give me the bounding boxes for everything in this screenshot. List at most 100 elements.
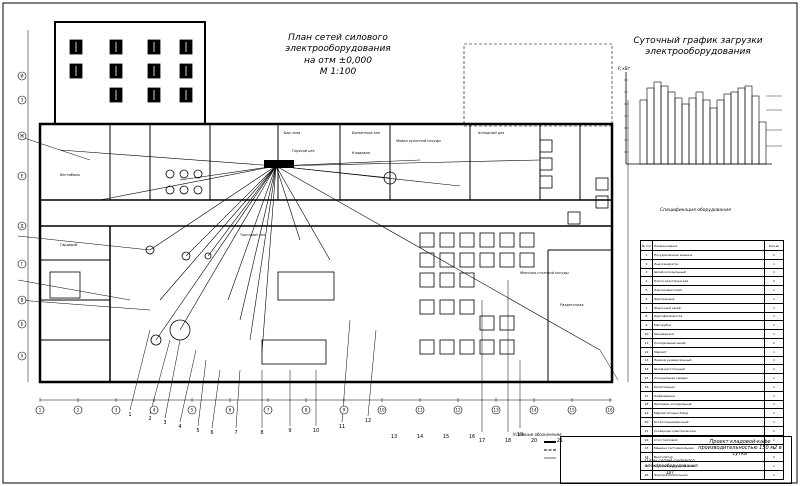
spec-row-name: Сковорода электрическая bbox=[652, 425, 765, 436]
spec-row-name: Посудомоечная машина bbox=[652, 250, 765, 260]
svg-text:10: 10 bbox=[379, 407, 385, 412]
spec-header-num: № п/п bbox=[640, 240, 653, 251]
svg-text:9: 9 bbox=[343, 407, 346, 412]
spec-row-qty: 1 bbox=[764, 417, 784, 427]
svg-text:3: 3 bbox=[115, 407, 118, 412]
svg-text:7: 7 bbox=[267, 407, 270, 412]
spec-row-qty: 1 bbox=[764, 302, 784, 313]
legend-note: Условные обозначения bbox=[513, 432, 562, 437]
col-axis-16: 16 bbox=[605, 405, 615, 415]
plan-title-line-2: на отм ±0,000 bbox=[304, 55, 372, 66]
spec-row-name: Овощерезка bbox=[652, 329, 765, 339]
col-axis-10: 10 bbox=[377, 405, 387, 415]
svg-text:11: 11 bbox=[417, 407, 423, 412]
spec-row-qty: 1 bbox=[764, 355, 784, 366]
spec-row-qty: 1 bbox=[764, 250, 784, 260]
spec-row-qty: 1 bbox=[764, 425, 784, 436]
col-axis-13: 13 bbox=[491, 405, 501, 415]
callout-18: 18 bbox=[505, 438, 511, 444]
callout-17: 17 bbox=[479, 438, 485, 444]
spec-row-num: 11 bbox=[640, 337, 653, 348]
row-axis-3: Ж bbox=[17, 131, 27, 141]
callout-4: 4 bbox=[178, 424, 181, 430]
spec-header-qty: Кол-во bbox=[764, 240, 784, 251]
spec-row-qty: 1 bbox=[764, 258, 784, 269]
upper-left-block bbox=[54, 21, 206, 125]
callout-8: 8 bbox=[260, 430, 263, 436]
main-outline bbox=[38, 122, 614, 384]
room-label-11: Раздаточная bbox=[560, 303, 583, 307]
spec-row-qty: 2 bbox=[764, 337, 784, 348]
spec-row-qty: 1 bbox=[764, 329, 784, 339]
spec-row-name: Картофелечистка bbox=[652, 311, 765, 322]
spec-header-row: № п/п Наименование Кол-во bbox=[640, 240, 784, 251]
spec-row-name: Жарочный шкаф bbox=[652, 302, 765, 313]
callout-11: 11 bbox=[339, 424, 345, 430]
spec-row-num: 10 bbox=[640, 329, 653, 339]
spec-row-num: 7 bbox=[640, 302, 653, 313]
row-axis-6: Г bbox=[17, 259, 27, 269]
load-chart-title-line-1: Суточный график загрузки bbox=[633, 36, 763, 46]
col-axis-1: 1 bbox=[35, 405, 45, 415]
svg-text:З: З bbox=[21, 97, 24, 102]
room-label-6: Кладовая bbox=[352, 151, 370, 155]
title-block: Проект кладовой-кафе производительностью… bbox=[560, 436, 792, 484]
load-chart-title-line-2: электрооборудования bbox=[645, 47, 751, 58]
callout-leaders bbox=[17, 135, 619, 432]
svg-text:Г: Г bbox=[21, 261, 24, 266]
svg-text:2: 2 bbox=[77, 407, 80, 412]
col-axis-5: 5 bbox=[187, 405, 197, 415]
row-axis-4: Е bbox=[17, 171, 27, 181]
spec-row-num: 17 bbox=[640, 390, 653, 401]
spec-row-num: 3 bbox=[640, 267, 653, 278]
callout-7: 7 bbox=[234, 430, 237, 436]
spec-row-name: Холодильный шкаф bbox=[652, 337, 765, 348]
plan-title-line-3: М 1:100 bbox=[319, 66, 357, 77]
spec-row-name: Холодильная камера bbox=[652, 373, 765, 383]
spec-row-qty: 1 bbox=[764, 399, 784, 410]
col-axis-14: 14 bbox=[529, 405, 539, 415]
callout-19: 19 bbox=[517, 432, 523, 438]
spec-row-num: 20 bbox=[640, 417, 653, 427]
spec-row-qty: 2 bbox=[764, 276, 784, 287]
spec-row-name: Льдогенератор bbox=[652, 258, 765, 269]
callout-13: 13 bbox=[391, 434, 397, 440]
spec-row-num: 9 bbox=[640, 320, 653, 331]
spec-header-name: Наименование bbox=[652, 240, 765, 251]
spec-row-num: 19 bbox=[640, 408, 653, 419]
spec-title: Спецификация оборудования bbox=[660, 208, 731, 213]
col-axis-9: 9 bbox=[339, 405, 349, 415]
room-label-7: Вестибюль bbox=[60, 173, 80, 177]
spec-row-qty: 1 bbox=[764, 267, 784, 278]
col-axis-15: 15 bbox=[567, 405, 577, 415]
spec-row-qty: 1 bbox=[764, 293, 784, 304]
spec-row-name: Шкаф расстоечный bbox=[652, 364, 765, 375]
svg-text:1: 1 bbox=[39, 407, 42, 412]
room-label-2: Банкетный зал bbox=[352, 131, 381, 135]
col-axis-7: 7 bbox=[263, 405, 273, 415]
callout-20: 20 bbox=[531, 438, 537, 444]
room-label-9: Торговый зал bbox=[240, 233, 266, 237]
spec-row-name: Прилавок холодильный bbox=[652, 399, 765, 410]
spec-row-qty: 1 bbox=[764, 373, 784, 383]
room-label-1: Бар зона bbox=[284, 131, 300, 135]
spec-row-name: Кипятильник bbox=[652, 381, 765, 392]
callout-5: 5 bbox=[196, 428, 199, 434]
spec-row-num: 1 bbox=[640, 250, 653, 260]
